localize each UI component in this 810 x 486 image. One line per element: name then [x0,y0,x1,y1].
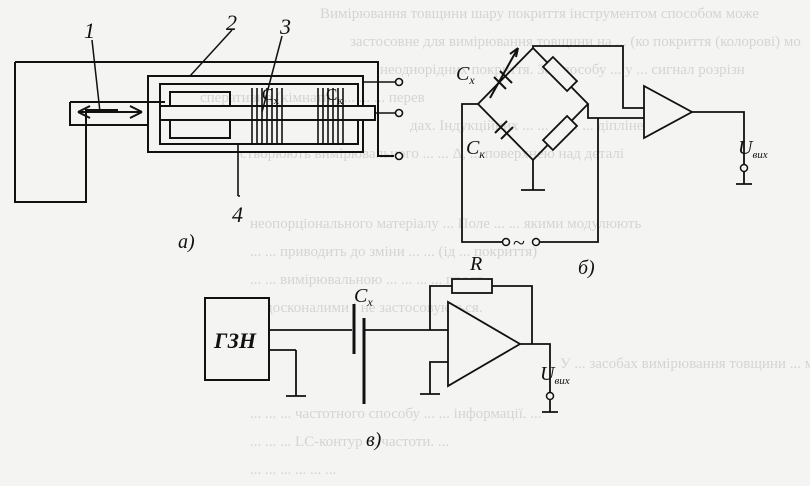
label-cx-b: Cx [456,63,475,87]
generator-ground [286,350,306,397]
bridge-diamond [476,46,590,162]
opamp-c-plus-ground [420,361,448,395]
label-cx-a: Cx [262,85,279,107]
generator-label: ГЗН [213,328,257,353]
feedback-wire [429,285,533,344]
opamp-c-ground [542,400,558,413]
bg-line: ... ... приводить до зміни ... ... (ід .… [250,244,538,260]
bg-line: застосовне для вимірювання товщини на ..… [350,34,801,50]
figure-b: ~ Cx Cк Uвих б) [456,45,768,279]
callout-2: 2 [226,10,237,35]
resistor-lower [541,114,579,152]
bg-line: ... ... ... частотного способу ... ... і… [250,406,542,422]
callout-4: 4 [232,202,243,227]
label-uout-b: Uвих [738,137,768,161]
figure-a-label: а) [178,231,195,253]
bridge-wire-top [532,45,644,109]
bg-line: неопорціонального матеріалу ... Поле ...… [250,216,642,232]
resistor-r [451,278,493,294]
opamp-b [643,84,694,140]
bg-line: ... ... ... ... ... ... [250,462,337,478]
resistor-upper [541,55,579,93]
label-ck-b: Cк [466,137,485,161]
bg-line: ... досконалими і не застосовуються. [250,300,483,316]
capacitor-cx-c [352,304,366,404]
cx-plates [251,88,283,144]
ck-plates [317,88,344,144]
bg-line: сперативно (кімнатні) ... ... ... перев [200,90,425,106]
gauge-frame [14,61,394,203]
bridge-ground [521,160,545,191]
label-r: R [469,253,482,275]
callout-3: 3 [279,14,291,39]
callout-1: 1 [84,18,95,43]
figure-c: ГЗН R Cx Uвих в) [204,253,570,451]
label-ck-a: Cк [326,85,343,107]
bg-line: ... ... ... LC-контур ... частоти. ... [250,434,450,450]
bridge-wire-supply [461,103,599,243]
bg-line: створюють вимірювального ... ... Δ, ... … [240,146,625,162]
figure-a: 1 2 3 4 Cx Cк а) [14,10,404,253]
bg-line: Вимірювання товщини шару покриття інстру… [320,6,760,22]
figure-b-label: б) [578,257,595,279]
bg-line: У ... засобах вимірювання товщини ... ме… [560,356,810,372]
opamp-c [447,300,522,388]
bg-line: ... ... вимірювальною ... ... ... ... пр… [250,272,483,288]
bg-line: дах. Індукційних ... ... ... ... ... діп… [410,118,659,134]
ac-source-symbol: ~ [513,230,525,255]
slider-rod [69,101,165,126]
bridge-wire-right [587,104,644,119]
terminals [237,77,404,196]
opamp-b-output [692,111,745,164]
label-cx-c: Cx [354,285,373,309]
label-uout-c: Uвих [540,363,570,387]
variable-capacitor-cx [489,47,519,99]
callout-lines [91,29,283,197]
generator-box [204,297,270,381]
double-arrow-icon [77,105,143,119]
opamp-c-output [520,343,551,392]
figure-c-label: в) [366,429,382,451]
capacitor-ck [494,120,514,140]
opamp-b-ground [736,172,752,185]
